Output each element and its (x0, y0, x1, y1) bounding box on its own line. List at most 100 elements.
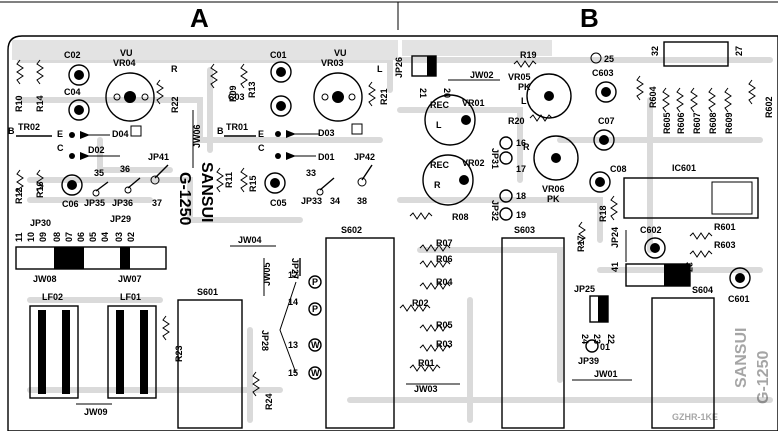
resistor-r601: R601 (689, 222, 736, 240)
svg-text:C03: C03 (228, 92, 245, 102)
jumper-jp32: JP32 18 19 (490, 189, 526, 221)
transistor-tr02: B TR02 E C (8, 122, 64, 153)
svg-text:E: E (57, 129, 63, 139)
svg-text:S601: S601 (197, 287, 218, 297)
resistor-r18: R18 (598, 195, 618, 222)
capacitor-c603: C603 (592, 68, 617, 103)
resistor-r23: R23 (162, 315, 184, 362)
transistor-tr01: B TR01 E C (217, 122, 265, 153)
svg-text:C: C (57, 143, 64, 153)
svg-text:IC601: IC601 (672, 163, 696, 173)
svg-text:P: P (312, 277, 318, 287)
svg-text:09: 09 (38, 232, 48, 242)
svg-text:C603: C603 (592, 68, 614, 78)
svg-text:D02: D02 (88, 145, 105, 155)
switch-s601: S601 (177, 287, 243, 429)
connector-32-27: 32 27 (650, 41, 744, 67)
svg-text:32: 32 (650, 46, 660, 56)
section-label-a: A (190, 3, 209, 33)
svg-text:JP39: JP39 (578, 356, 599, 366)
svg-text:R601: R601 (714, 222, 736, 232)
svg-text:C01: C01 (270, 50, 287, 60)
svg-text:C07: C07 (598, 116, 615, 126)
jumper-wire-jw03: JW03 (406, 383, 460, 394)
svg-text:G-1250: G-1250 (755, 351, 772, 404)
svg-text:07: 07 (64, 232, 74, 242)
svg-text:SANSUI: SANSUI (198, 162, 215, 222)
svg-text:B: B (8, 126, 15, 136)
svg-text:JW07: JW07 (118, 274, 142, 284)
svg-text:25: 25 (604, 54, 614, 64)
svg-text:JP41: JP41 (148, 152, 169, 162)
svg-text:VU: VU (334, 48, 347, 58)
svg-text:D04: D04 (112, 129, 129, 139)
svg-text:12: 12 (288, 270, 298, 280)
svg-text:R: R (171, 64, 178, 74)
resistor-r12: R12 (14, 169, 24, 204)
svg-text:19: 19 (516, 210, 526, 220)
ic-ic601: IC601 (623, 163, 759, 219)
svg-text:JW06: JW06 (192, 124, 202, 148)
svg-text:VR01: VR01 (462, 98, 485, 108)
svg-text:LF01: LF01 (120, 292, 141, 302)
pot-vr05: VR05 PK L (508, 72, 572, 119)
svg-text:GZHR-1KE: GZHR-1KE (672, 412, 718, 422)
resistor-r14: R14 (35, 59, 45, 112)
svg-text:03: 03 (114, 232, 124, 242)
svg-text:JP35: JP35 (84, 198, 105, 208)
capacitor-c01: C01 (270, 50, 292, 83)
capacitor-c601: C601 (728, 267, 751, 304)
svg-text:36: 36 (120, 164, 130, 174)
svg-text:R11: R11 (224, 172, 234, 188)
svg-text:05: 05 (88, 232, 98, 242)
resistor-r21: R21 (368, 81, 389, 107)
resistor-r19: R19 (513, 50, 537, 68)
terminal-pads-pw: 12 P 14 P 13 W 15 W (279, 270, 322, 380)
svg-text:S602: S602 (341, 225, 362, 235)
capacitor-c602: C602 (640, 225, 666, 259)
svg-text:R21: R21 (379, 88, 389, 105)
pot-vr01: REC VR01 L (424, 94, 485, 146)
svg-text:18: 18 (516, 191, 526, 201)
svg-text:VR03: VR03 (321, 58, 344, 68)
filter-lf01: LF01 (107, 292, 157, 399)
svg-text:R07: R07 (436, 238, 453, 248)
resistor-r11: R11 (216, 167, 234, 193)
capacitor-c06: C06 (61, 174, 83, 209)
svg-text:R603: R603 (714, 240, 736, 250)
switch-s602: S602 (325, 225, 395, 429)
svg-text:JW05: JW05 (262, 262, 272, 286)
svg-text:22: 22 (606, 334, 616, 344)
svg-text:JP31: JP31 (490, 148, 500, 169)
diode-d03: D03 (275, 123, 363, 138)
svg-text:33: 33 (306, 168, 316, 178)
svg-text:R06: R06 (436, 254, 453, 264)
pot-vr06: R VR06 PK (523, 135, 579, 204)
diode-d02: D02 (69, 145, 120, 160)
svg-text:R01: R01 (418, 358, 435, 368)
svg-text:01: 01 (600, 342, 610, 352)
svg-text:R608: R608 (708, 112, 718, 134)
svg-text:R14: R14 (35, 95, 45, 112)
svg-text:11: 11 (14, 232, 24, 242)
jumper-jp26: JP26 21 20 (394, 55, 452, 98)
svg-text:04: 04 (100, 232, 110, 242)
svg-text:W: W (311, 340, 320, 350)
svg-text:VU: VU (120, 48, 133, 58)
svg-text:R19: R19 (520, 50, 537, 60)
svg-text:JP32: JP32 (490, 200, 500, 221)
resistor-r05: R05 (419, 320, 453, 332)
diode-d04: D04 (69, 125, 142, 139)
jumper-jp33: 33 JP33 34 38 (301, 168, 367, 206)
svg-text:38: 38 (357, 196, 367, 206)
svg-text:10: 10 (26, 232, 36, 242)
resistor-r01: R01 (409, 358, 441, 372)
svg-text:C06: C06 (62, 199, 79, 209)
board-outline (7, 35, 778, 431)
jumper-jp41: JP41 (148, 152, 169, 185)
svg-text:R17: R17 (576, 235, 586, 252)
resistor-r22: R22 (156, 79, 180, 113)
svg-text:TR02: TR02 (18, 122, 40, 132)
diode-d01: D01 (275, 152, 335, 162)
